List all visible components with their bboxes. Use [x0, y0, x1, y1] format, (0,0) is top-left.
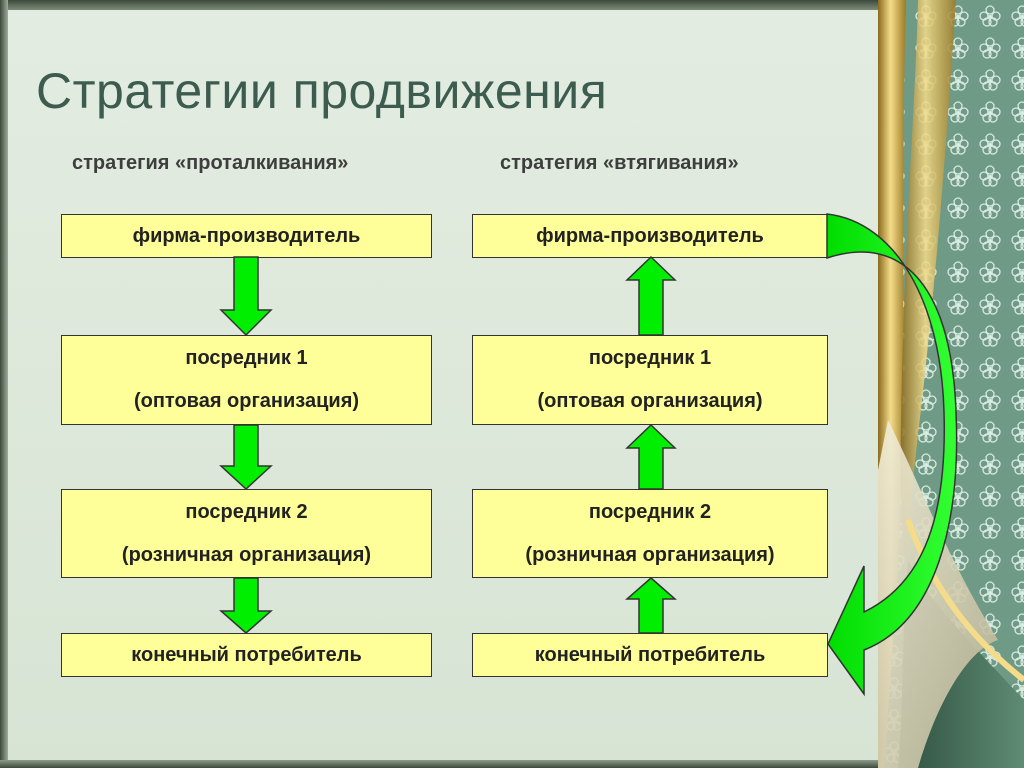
pull-intermediary1-box: посредник 1 (оптовая организация) [472, 335, 828, 425]
push-intermediary2-subtitle: (розничная организация) [121, 543, 372, 566]
push-intermediary1-subtitle: (оптовая организация) [133, 390, 360, 412]
pull-strategy-heading: стратегия «втягивания» [500, 152, 739, 174]
push-intermediary2-title: посредник 2 [185, 500, 308, 523]
push-arrow-down-1 [219, 256, 273, 337]
push-intermediary2-box: посредник 2 (розничная организация) [61, 489, 432, 578]
pull-curved-arrow [826, 213, 958, 697]
pull-intermediary2-subtitle: (розничная организация) [525, 543, 775, 566]
push-arrow-down-2 [219, 424, 273, 491]
fabric-ornament [878, 0, 1024, 768]
pull-arrow-up-1 [625, 255, 677, 336]
push-strategy-heading: стратегия «проталкивания» [72, 152, 349, 174]
pull-producer-label: фирма-производитель [536, 224, 764, 247]
push-producer-box: фирма-производитель [61, 214, 432, 258]
push-consumer-box: конечный потребитель [61, 633, 432, 677]
pull-arrow-up-2 [625, 423, 677, 490]
frame-top-border [0, 0, 880, 10]
pull-consumer-label: конечный потребитель [534, 643, 766, 666]
pull-consumer-box: конечный потребитель [472, 633, 828, 677]
push-consumer-label: конечный потребитель [131, 643, 362, 666]
pull-producer-box: фирма-производитель [472, 214, 828, 258]
pull-arrow-up-3 [625, 577, 677, 634]
pull-intermediary1-title: посредник 1 [588, 347, 712, 369]
pull-intermediary1-subtitle: (оптовая организация) [537, 390, 763, 412]
push-intermediary1-title: посредник 1 [185, 347, 308, 369]
push-producer-label: фирма-производитель [132, 224, 361, 247]
pull-intermediary2-box: посредник 2 (розничная организация) [472, 489, 828, 578]
push-intermediary1-box: посредник 1 (оптовая организация) [61, 335, 432, 425]
slide-title: Стратегии продвижения [36, 63, 608, 119]
push-arrow-down-3 [219, 577, 273, 634]
frame-bottom-border [0, 760, 880, 768]
pull-intermediary2-title: посредник 2 [588, 500, 712, 523]
frame-left-border [0, 0, 8, 768]
